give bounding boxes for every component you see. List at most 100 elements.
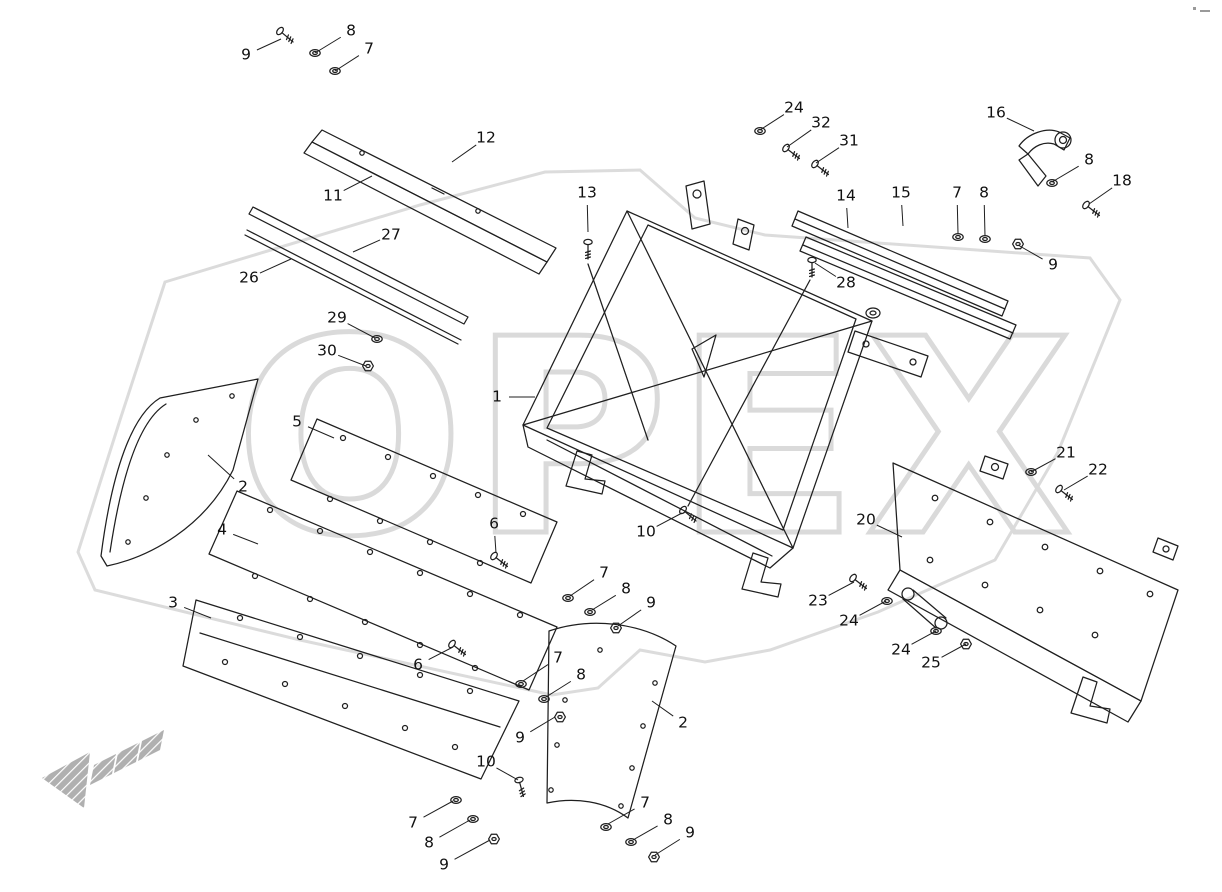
callout-label-8: 8 (621, 580, 631, 598)
washer-icon (1046, 178, 1058, 188)
callout-label-8: 8 (663, 811, 673, 829)
callout-label-10: 10 (636, 523, 656, 541)
bolt-icon (809, 158, 832, 179)
leader-line (338, 354, 367, 367)
callout-label-2: 2 (238, 478, 248, 496)
callout-label-24: 24 (891, 641, 911, 659)
leader-line (1063, 475, 1088, 491)
leader-line (530, 716, 556, 733)
part-plate-5 (290, 418, 558, 584)
leader-line (759, 114, 785, 131)
callout-label-2: 2 (678, 714, 688, 732)
leader-line (1006, 117, 1035, 132)
part-wear-plate-2-left (100, 378, 259, 567)
callout-label-16: 16 (986, 104, 1006, 122)
callout-label-9: 9 (439, 856, 449, 874)
leader-line (786, 129, 812, 148)
leader-line (632, 825, 658, 841)
callout-label-25: 25 (921, 654, 941, 672)
leader-line (911, 630, 937, 645)
callout-label-26: 26 (239, 269, 259, 287)
leader-line (352, 239, 381, 253)
callout-label-8: 8 (576, 666, 586, 684)
callout-label-15: 15 (891, 184, 911, 202)
callout-label-9: 9 (515, 729, 525, 747)
leader-line (876, 524, 903, 538)
leader-line (307, 426, 335, 439)
callout-label-3: 3 (168, 594, 178, 612)
callout-label-8: 8 (1084, 151, 1094, 169)
callout-label-13: 13 (577, 184, 597, 202)
part-panel-20 (887, 455, 1179, 724)
prev-page-arrow-icon[interactable] (42, 730, 164, 808)
washer-icon (979, 234, 991, 244)
callout-label-30: 30 (317, 342, 337, 360)
watermark: OPEX (76, 168, 1122, 697)
leader-line (901, 204, 904, 227)
leader-line (545, 680, 572, 698)
leader-line (591, 594, 617, 611)
leader-line (256, 38, 282, 51)
nut-icon (487, 833, 501, 845)
washer-icon (952, 232, 964, 242)
part-plate-3 (182, 599, 520, 780)
leader-line (343, 175, 373, 191)
callout-label-6: 6 (413, 656, 423, 674)
bolt-icon (274, 25, 297, 46)
callout-label-6: 6 (489, 515, 499, 533)
leader-line (423, 800, 454, 818)
callout-label-10: 10 (476, 753, 496, 771)
part-wear-plate-2-right (546, 622, 677, 819)
callout-label-7: 7 (408, 814, 418, 832)
leader-line (233, 533, 259, 545)
leader-line (314, 36, 342, 54)
leader-line (983, 204, 986, 237)
callout-label-22: 22 (1088, 461, 1108, 479)
callout-label-9: 9 (685, 824, 695, 842)
callout-label-8: 8 (424, 834, 434, 852)
leader-line (428, 646, 454, 660)
leader-line (1030, 458, 1056, 473)
leader-line (454, 839, 491, 860)
callout-label-18: 18 (1112, 172, 1132, 190)
leader-line (1017, 244, 1043, 260)
leader-line (815, 147, 840, 164)
part-bracket-16 (1018, 129, 1072, 187)
callout-label-28: 28 (836, 274, 856, 292)
callout-label-14: 14 (836, 187, 856, 205)
leader-line (859, 600, 887, 616)
callout-label-7: 7 (553, 649, 563, 667)
part-strip-14-15 (791, 210, 1017, 340)
leader-line (956, 204, 959, 234)
leader-line (183, 606, 212, 619)
leader-line (1088, 187, 1113, 205)
leader-line (496, 767, 519, 781)
leader-line (451, 144, 477, 163)
bolt-icon (807, 256, 817, 278)
leader-line (607, 808, 635, 825)
callout-label-9: 9 (1048, 256, 1058, 274)
leader-line (617, 609, 642, 627)
leader-line (846, 207, 849, 229)
leader-line (828, 581, 855, 596)
part-strip-26-27 (244, 206, 469, 345)
washer-icon (881, 596, 893, 606)
leader-line (1051, 165, 1079, 183)
bolt-icon (583, 238, 593, 260)
callout-label-4: 4 (217, 521, 227, 539)
leader-line (522, 664, 549, 682)
callout-label-32: 32 (811, 114, 831, 132)
washer-icon (600, 822, 612, 832)
part-plate-4 (208, 490, 558, 691)
nut-icon (553, 711, 567, 723)
leader-line (941, 643, 967, 658)
callout-label-8: 8 (979, 184, 989, 202)
watermark-frame (76, 168, 1122, 697)
callout-label-20: 20 (856, 511, 876, 529)
callout-label-23: 23 (808, 592, 828, 610)
callout-label-8: 8 (346, 22, 356, 40)
leader-line (656, 512, 683, 527)
leader-line (569, 579, 595, 597)
washer-icon (450, 795, 462, 805)
